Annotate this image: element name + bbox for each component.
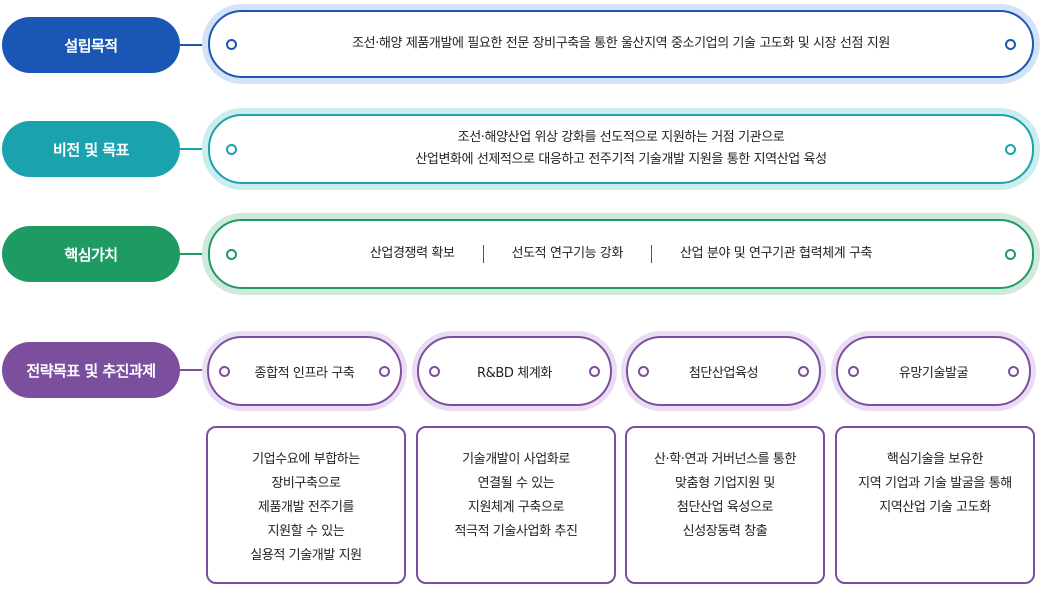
- goal-1-title: 종합적 인프라 구축: [254, 365, 355, 381]
- core-values-box: 산업경쟁력 확보 선도적 연구기능 강화 산업 분야 및 연구기관 협력체계 구…: [202, 213, 1040, 295]
- core-value-item: 산업경쟁력 확보: [369, 246, 455, 261]
- task-line: 지역 기업과 기술 발굴을 통해: [858, 476, 1012, 491]
- strategy-goal-3: 첨단산업육성: [621, 331, 826, 411]
- vision-label: 비전 및 목표: [2, 121, 180, 177]
- goal-3-tasks: 산·학·연과 거버넌스를 통한 맞춤형 기업지원 및 첨단산업 육성으로 신성장…: [625, 426, 825, 584]
- vision-line-1: 조선·해양산업 위상 강화를 선도적으로 지원하는 거점 기관으로: [457, 130, 785, 145]
- goal-4-right-dot: [1008, 365, 1019, 377]
- task-line: 장비구축으로: [271, 476, 341, 491]
- goal-2-title: R&BD 체계화: [477, 365, 552, 381]
- task-line: 기술개발이 사업화로: [462, 452, 570, 467]
- core-values-label: 핵심가치: [2, 226, 180, 282]
- strategy-label: 전략목표 및 추진과제: [2, 342, 180, 398]
- purpose-text: 조선·해양 제품개발에 필요한 전문 장비구축을 통한 울산지역 중소기업의 기…: [352, 36, 890, 51]
- vision-connector: [180, 148, 204, 150]
- purpose-right-dot: [1005, 38, 1016, 50]
- goal-4-left-dot: [848, 365, 859, 377]
- vision-box: 조선·해양산업 위상 강화를 선도적으로 지원하는 거점 기관으로 산업변화에 …: [202, 108, 1040, 190]
- task-line: 맞춤형 기업지원 및: [675, 476, 775, 491]
- task-line: 핵심기술을 보유한: [886, 452, 984, 467]
- task-line: 지원체계 구축으로: [467, 500, 565, 515]
- goal-2-left-dot: [429, 365, 440, 377]
- goal-1-left-dot: [219, 365, 230, 377]
- core-values-list: 산업경쟁력 확보 선도적 연구기능 강화 산업 분야 및 연구기관 협력체계 구…: [342, 243, 900, 265]
- strategy-goal-1: 종합적 인프라 구축: [202, 331, 407, 411]
- strategy-connector: [180, 369, 204, 371]
- core-values-right-dot: [1005, 248, 1016, 260]
- task-line: 산·학·연과 거버넌스를 통한: [653, 452, 797, 467]
- goal-4-title: 유망기술발굴: [898, 365, 969, 381]
- vision-right-dot: [1005, 143, 1016, 155]
- goal-3-right-dot: [798, 365, 809, 377]
- goal-4-tasks: 핵심기술을 보유한 지역 기업과 기술 발굴을 통해 지역산업 기술 고도화: [835, 426, 1035, 584]
- goal-2-tasks: 기술개발이 사업화로 연결될 수 있는 지원체계 구축으로 적극적 기술사업화 …: [416, 426, 616, 584]
- core-value-item: 산업 분야 및 연구기관 협력체계 구축: [680, 246, 873, 261]
- core-values-left-dot: [226, 248, 237, 260]
- task-line: 신성장동력 창출: [682, 524, 768, 539]
- task-line: 실용적 기술개발 지원: [250, 548, 362, 563]
- strategy-goal-2: R&BD 체계화: [412, 331, 617, 411]
- goal-3-title: 첨단산업육성: [688, 365, 759, 381]
- task-line: 적극적 기술사업화 추진: [454, 524, 578, 539]
- goal-3-left-dot: [638, 365, 649, 377]
- task-line: 지원할 수 있는: [267, 524, 345, 539]
- task-line: 기업수요에 부합하는: [252, 452, 360, 467]
- task-line: 첨단산업 육성으로: [676, 500, 774, 515]
- purpose-left-dot: [226, 38, 237, 50]
- vision-line-2: 산업변화에 선제적으로 대응하고 전주기적 기술개발 지원을 통한 지역산업 육…: [415, 152, 827, 167]
- core-value-divider: [482, 245, 484, 263]
- core-value-item: 선도적 연구기능 강화: [511, 246, 624, 261]
- task-line: 지역산업 기술 고도화: [879, 500, 991, 515]
- goal-1-tasks: 기업수요에 부합하는 장비구축으로 제품개발 전주기를 지원할 수 있는 실용적…: [206, 426, 406, 584]
- goal-1-right-dot: [379, 365, 390, 377]
- vision-left-dot: [226, 143, 237, 155]
- core-values-connector: [180, 253, 204, 255]
- purpose-connector: [180, 44, 204, 46]
- purpose-label: 설립목적: [2, 17, 180, 73]
- strategy-goal-4: 유망기술발굴: [831, 331, 1036, 411]
- goal-2-right-dot: [589, 365, 600, 377]
- core-value-divider: [651, 245, 653, 263]
- task-line: 연결될 수 있는: [477, 476, 555, 491]
- task-line: 제품개발 전주기를: [257, 500, 355, 515]
- purpose-box: 조선·해양 제품개발에 필요한 전문 장비구축을 통한 울산지역 중소기업의 기…: [202, 4, 1040, 84]
